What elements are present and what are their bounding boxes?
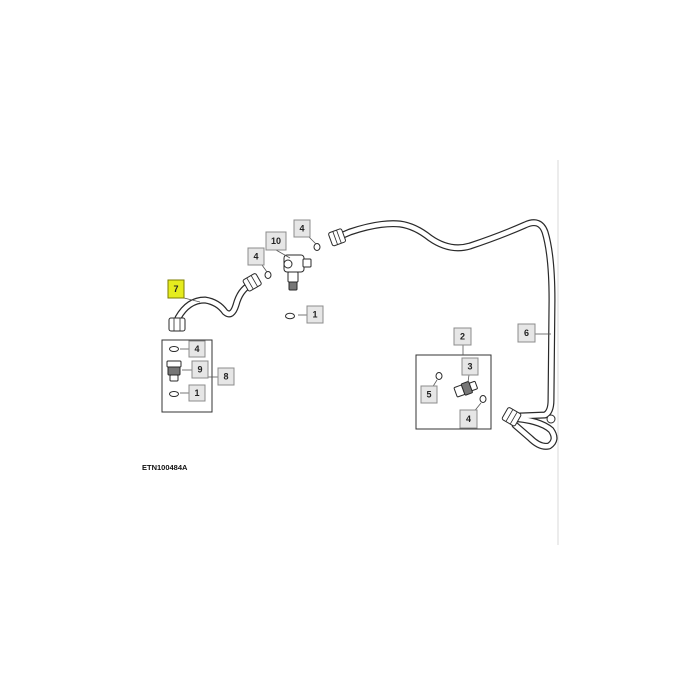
callout-2-label: 2 <box>460 332 465 342</box>
group-frame-right <box>415 354 492 430</box>
group-frame-left <box>161 339 213 413</box>
adapter-part-9 <box>166 360 182 382</box>
callout-3[interactable]: 3 <box>461 357 479 376</box>
tube-7-nut-left <box>168 317 186 332</box>
seal-ring-1-left <box>169 391 179 397</box>
callout-10[interactable]: 10 <box>265 231 287 251</box>
callout-5[interactable]: 5 <box>420 385 438 404</box>
callout-7[interactable]: 7 <box>167 279 185 299</box>
leader-lines <box>180 236 551 415</box>
callout-6[interactable]: 6 <box>517 323 536 343</box>
seal-ring-4-right <box>479 395 487 403</box>
tube-nut-top <box>328 228 346 247</box>
callout-4-tee[interactable]: 4 <box>247 247 265 266</box>
callout-3-label: 3 <box>467 362 472 372</box>
seal-ring-4-top <box>313 243 321 251</box>
figure-reference-code: ETN100484A <box>142 463 188 472</box>
adapter-part-3 <box>453 380 478 398</box>
seal-ring-4-tee <box>264 271 272 279</box>
callout-1-tee-label: 1 <box>312 310 317 320</box>
callout-4-left-label: 4 <box>194 344 199 354</box>
tube-nut-bottom <box>501 407 522 427</box>
callout-1-left-label: 1 <box>194 388 199 398</box>
tube-part-6 <box>328 219 558 450</box>
tube-part-7 <box>168 273 262 332</box>
callout-4-right[interactable]: 4 <box>459 409 478 429</box>
seal-ring-1-tee <box>285 312 295 320</box>
callout-4-top[interactable]: 4 <box>293 219 311 238</box>
callout-8[interactable]: 8 <box>217 367 235 386</box>
callout-2[interactable]: 2 <box>453 327 472 346</box>
callout-10-label: 10 <box>271 236 281 246</box>
callout-8-label: 8 <box>223 372 228 382</box>
callout-4-right-label: 4 <box>466 414 471 424</box>
seal-ring-5 <box>435 372 443 380</box>
tube-7-nut-right <box>242 273 262 292</box>
callout-9[interactable]: 9 <box>191 360 209 379</box>
callout-7-label: 7 <box>173 284 178 294</box>
callout-1-left[interactable]: 1 <box>188 384 206 402</box>
callout-5-label: 5 <box>426 390 431 400</box>
callout-1-tee[interactable]: 1 <box>306 305 324 324</box>
callout-4-tee-label: 4 <box>253 252 258 262</box>
tube-clip <box>546 414 556 424</box>
callout-4-left[interactable]: 4 <box>188 340 206 358</box>
seal-ring-4-left <box>169 346 179 352</box>
callout-6-label: 6 <box>524 328 529 338</box>
callout-4-top-label: 4 <box>299 224 304 234</box>
tee-fitting-part-10 <box>283 254 312 291</box>
callout-9-label: 9 <box>197 365 202 375</box>
